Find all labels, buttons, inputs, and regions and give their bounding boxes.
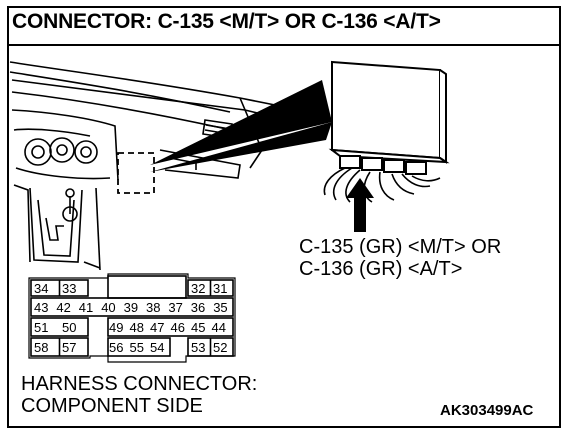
harness-caption-line-1: HARNESS CONNECTOR: [21,373,258,395]
pin-35: 35 [213,300,227,315]
pin-39: 39 [124,300,138,315]
magnify-pointer [150,80,332,165]
pin-44: 44 [212,320,226,335]
harness-connector-face [28,273,236,363]
pin-52: 52 [213,340,227,355]
component-box [328,60,450,175]
pin-45: 45 [191,320,205,335]
pin-47: 47 [150,320,164,335]
connector-callout-line-1: C-135 (GR) <M/T> OR [299,236,502,258]
pin-43: 43 [34,300,48,315]
connector-callout-line-2: C-136 (GR) <A/T> [299,258,463,280]
pin-36: 36 [191,300,205,315]
pin-37: 37 [168,300,182,315]
pin-49: 49 [109,320,123,335]
pin-48: 48 [130,320,144,335]
pin-32: 32 [191,281,205,296]
pin-40: 40 [101,300,115,315]
dashboard-illustration [9,61,276,271]
pin-33: 33 [62,281,76,296]
pin-labels: 34 33 32 31 43 42 41 40 39 38 37 36 35 51 50 49 48 47 46 45… [34,281,228,355]
location-arrow [346,178,374,232]
harness-caption-line-2: COMPONENT SIDE [21,395,203,417]
pin-34: 34 [34,281,48,296]
pin-46: 46 [171,320,185,335]
pin-54: 54 [150,340,164,355]
pin-55: 55 [130,340,144,355]
pin-57: 57 [62,340,76,355]
pin-50: 50 [62,320,76,335]
pin-53: 53 [191,340,205,355]
connector-location-marker [117,152,155,194]
pin-42: 42 [56,300,70,315]
pin-51: 51 [34,320,48,335]
pin-41: 41 [79,300,93,315]
connector-title: CONNECTOR: C-135 <M/T> OR C-136 <A/T> [12,10,441,33]
pin-38: 38 [146,300,160,315]
figure-code: AK303499AC [440,402,534,419]
pin-56: 56 [109,340,123,355]
pin-58: 58 [34,340,48,355]
diagram-frame [7,6,561,428]
pin-31: 31 [213,281,227,296]
